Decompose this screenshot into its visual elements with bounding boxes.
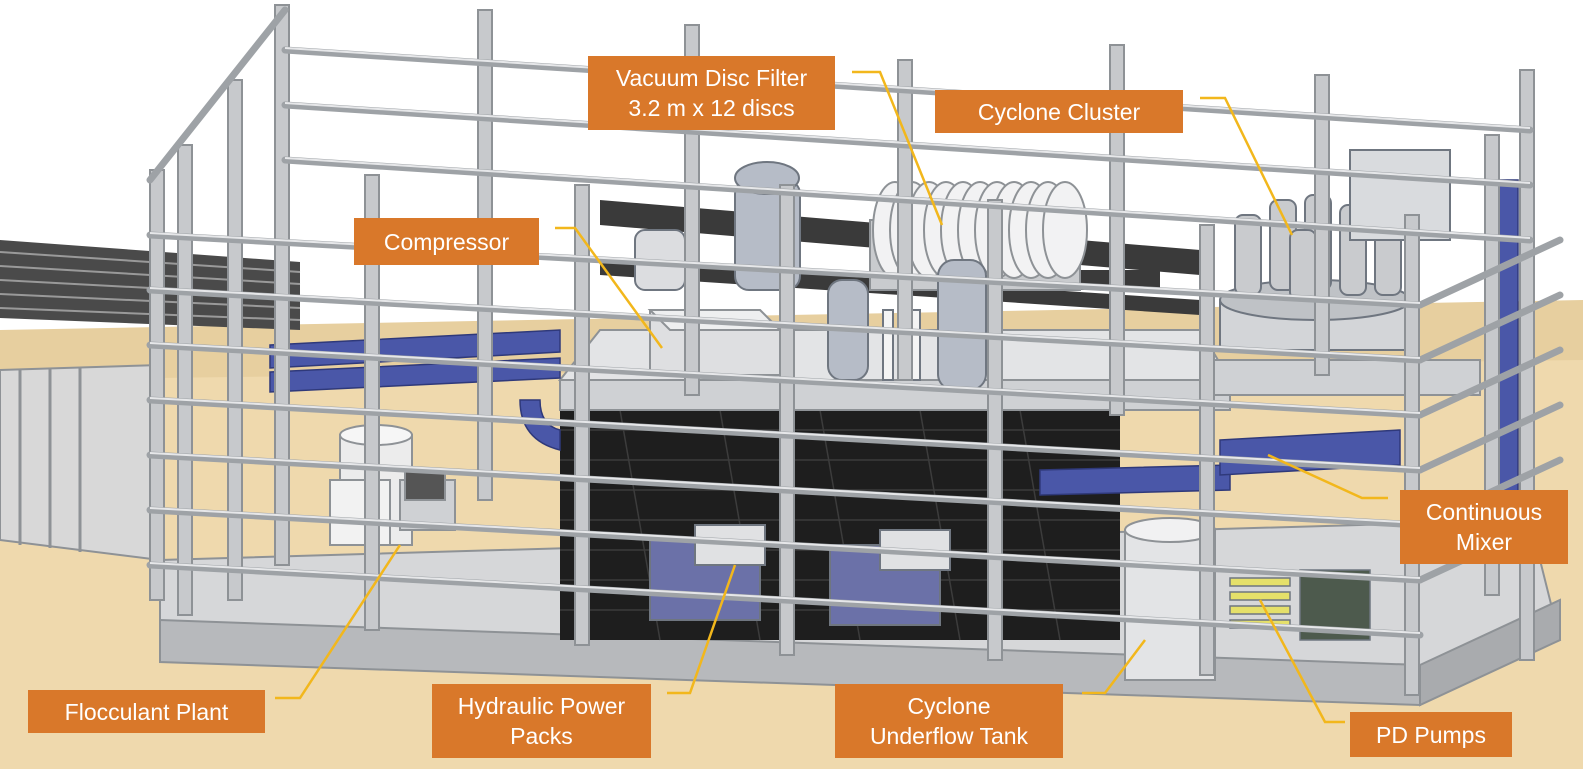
leader-vacuum-disc-filter	[852, 70, 944, 226]
label-continuous-mixer: Continuous Mixer	[1400, 490, 1568, 564]
label-compressor: Compressor	[354, 218, 539, 265]
leader-flocculant-plant	[275, 544, 402, 700]
leader-continuous-mixer	[1267, 453, 1388, 500]
leader-cyclone-underflow-tank	[1082, 639, 1146, 695]
label-vacuum-disc-filter: Vacuum Disc Filter 3.2 m x 12 discs	[588, 56, 835, 130]
steel-rails	[146, 6, 1564, 639]
label-cyclone-cluster: Cyclone Cluster	[935, 90, 1183, 133]
label-pd-pumps: PD Pumps	[1350, 712, 1512, 757]
label-hydraulic-power-packs: Hydraulic Power Packs	[432, 684, 651, 758]
label-flocculant-plant: Flocculant Plant	[28, 690, 265, 733]
leader-cyclone-cluster	[1200, 96, 1294, 236]
leader-pd-pumps	[1258, 599, 1345, 724]
leader-lines	[275, 70, 1388, 724]
leader-hydraulic-power-packs	[667, 564, 737, 695]
label-cyclone-underflow-tank: Cyclone Underflow Tank	[835, 684, 1063, 758]
leader-compressor	[555, 226, 664, 349]
